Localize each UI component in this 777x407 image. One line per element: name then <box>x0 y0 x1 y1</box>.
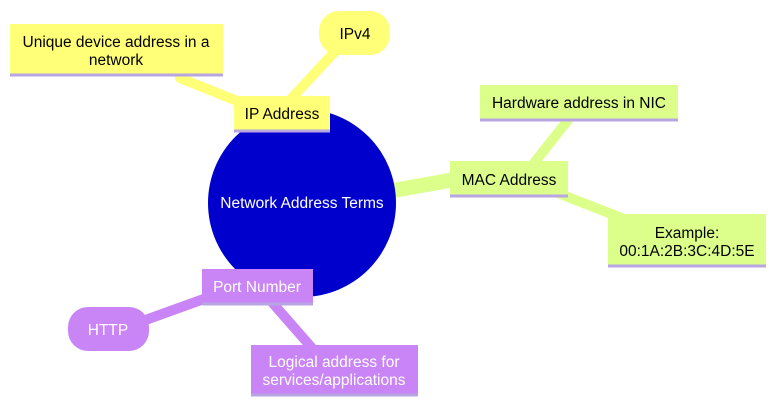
root-circle <box>208 109 396 297</box>
mac-description-label: Hardware address in NIC <box>492 95 666 112</box>
edge-ip-ipv4 <box>285 41 345 105</box>
root-node: Network Address Terms <box>208 109 396 297</box>
ip-address-node <box>234 96 330 131</box>
mac-example-line-2: 00:1A:2B:3C:4D:5E <box>619 243 754 260</box>
mac-example-node: Example: 00:1A:2B:3C:4D:5E <box>608 214 766 268</box>
mac-example-box <box>608 214 766 266</box>
edge-port-desc <box>265 295 317 353</box>
ipv4-label: IPv4 <box>339 26 370 43</box>
ipv4-node: IPv4 <box>319 11 390 55</box>
ip-description-box <box>10 24 223 75</box>
port-description-box <box>251 345 418 395</box>
mac-description-node: Hardware address in NIC <box>480 85 678 122</box>
ip-address-label: IP Address <box>245 106 320 123</box>
ip-description-node: Unique device address in a network <box>10 24 223 77</box>
edge-root-mac <box>388 172 460 198</box>
ip-description-line-2: network <box>89 52 144 69</box>
mac-example-line-1: Example: <box>655 225 720 242</box>
port-number-label: Port Number <box>213 279 301 296</box>
edge-port-http <box>135 291 217 327</box>
port-number-node <box>202 269 313 304</box>
ipv4-pill <box>319 11 390 55</box>
port-description-node: Logical address for services/application… <box>251 345 418 397</box>
branch-ip-address: IP Address <box>234 96 330 133</box>
http-pill <box>68 307 149 351</box>
mac-description-box <box>480 85 678 120</box>
edge-mac-desc <box>525 115 573 173</box>
mac-address-node <box>450 161 568 196</box>
branch-mac-address: MAC Address <box>450 161 568 198</box>
root-label: Network Address Terms <box>220 195 384 212</box>
port-description-line-1: Logical address for <box>269 354 400 371</box>
ip-description-line-1: Unique device address in a <box>23 34 210 51</box>
branch-port-number: Port Number <box>202 269 313 306</box>
mac-address-label: MAC Address <box>462 172 557 189</box>
http-label: HTTP <box>88 322 128 339</box>
http-node: HTTP <box>68 307 149 351</box>
port-description-line-2: services/applications <box>262 372 405 389</box>
